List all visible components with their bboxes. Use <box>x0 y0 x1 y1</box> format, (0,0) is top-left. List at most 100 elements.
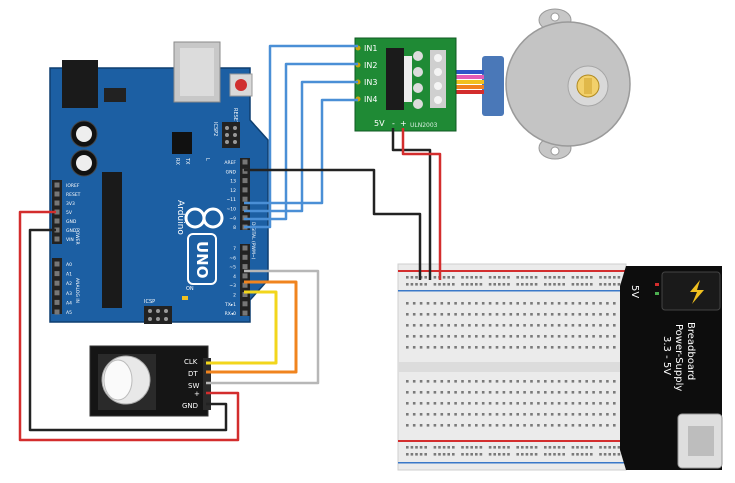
breadboard-hole <box>426 313 430 316</box>
breadboard-hole <box>442 283 446 286</box>
breadboard-hole <box>461 391 464 394</box>
breadboard-hole <box>530 453 533 456</box>
breadboard-hole <box>534 276 538 279</box>
breadboard-hole <box>447 391 450 394</box>
breadboard-hole <box>447 424 450 427</box>
breadboard-hole <box>592 391 595 394</box>
breadboard-hole <box>550 335 554 338</box>
pin-label: 12 <box>230 188 236 194</box>
breadboard-hole <box>465 276 469 279</box>
breadboard-hole <box>578 324 582 327</box>
breadboard-hole <box>479 453 483 456</box>
breadboard-hole <box>599 346 602 349</box>
wire-encoder-clk <box>206 290 278 365</box>
breadboard-hole <box>509 424 513 427</box>
breadboard-hole <box>502 453 506 456</box>
header-pin <box>54 309 60 315</box>
breadboard-hole <box>426 380 430 383</box>
breadboard-hole <box>495 335 499 338</box>
breadboard-hole <box>509 335 513 338</box>
breadboard-hole <box>461 402 464 405</box>
breadboard-hole <box>454 313 457 316</box>
breadboard-hole <box>426 324 430 327</box>
breadboard-hole <box>571 302 575 305</box>
breadboard-hole <box>523 413 526 416</box>
wire-encoder-dt <box>206 280 298 374</box>
breadboard-hole <box>479 283 483 286</box>
breadboard-hole <box>433 346 437 349</box>
breadboard-hole <box>537 335 540 338</box>
breadboard-hole <box>585 283 588 286</box>
breadboard-hole <box>440 380 444 383</box>
breadboard-hole <box>488 424 492 427</box>
breadboard-hole <box>613 346 616 349</box>
breadboard-hole <box>562 283 565 286</box>
breadboard-hole <box>433 324 437 327</box>
header-pin <box>242 264 248 270</box>
breadboard-hole <box>488 346 492 349</box>
breadboard-hole <box>544 402 547 405</box>
breadboard-hole <box>438 283 441 286</box>
breadboard-hole <box>502 324 506 327</box>
breadboard-hole <box>544 313 547 316</box>
header-pin <box>54 200 60 206</box>
breadboard-hole <box>571 380 575 383</box>
breadboard-holes <box>406 276 621 456</box>
breadboard-hole <box>585 324 588 327</box>
breadboard-hole <box>440 346 444 349</box>
breadboard-hole <box>493 276 496 279</box>
breadboard-hole <box>544 391 547 394</box>
breadboard-hole <box>509 302 513 305</box>
breadboard-hole <box>426 346 430 349</box>
breadboard-hole <box>488 453 492 456</box>
pin-label: 4 <box>233 274 236 280</box>
header-pin <box>54 290 60 296</box>
pin-label: ~6 <box>229 255 236 261</box>
l-led-label: L <box>204 158 210 161</box>
breadboard-hole <box>433 283 437 286</box>
psu-title-3: 3.3 - 5V <box>661 336 672 375</box>
breadboard-hole <box>454 424 457 427</box>
breadboard-hole <box>553 446 556 449</box>
breadboard-hole <box>475 391 478 394</box>
breadboard-hole <box>461 413 464 416</box>
breadboard-hole <box>523 313 526 316</box>
breadboard-hole <box>523 402 526 405</box>
breadboard-hole <box>452 446 455 449</box>
wire-arduino-gnd <box>244 168 422 280</box>
breadboard-hole <box>412 313 416 316</box>
pin-label: 7 <box>233 246 236 252</box>
breadboard-hole <box>599 324 602 327</box>
breadboard-hole <box>440 324 444 327</box>
tx-label: TX <box>184 157 190 165</box>
breadboard-hole <box>523 380 526 383</box>
breadboard-hole <box>548 276 552 279</box>
breadboard-hole <box>412 424 416 427</box>
breadboard-hole <box>606 302 609 305</box>
breadboard-hole <box>447 313 450 316</box>
breadboard-hole <box>571 283 575 286</box>
breadboard-hole <box>465 283 469 286</box>
breadboard-hole <box>585 380 588 383</box>
breadboard-hole <box>468 380 471 383</box>
breadboard-hole <box>580 283 584 286</box>
breadboard-hole <box>461 380 464 383</box>
breadboard-hole <box>509 413 513 416</box>
breadboard-hole <box>606 413 609 416</box>
wires <box>18 44 442 442</box>
breadboard-hole <box>419 424 423 427</box>
breadboard-hole <box>592 413 595 416</box>
breadboard-hole <box>571 391 575 394</box>
breadboard-hole <box>475 335 478 338</box>
breadboard-hole <box>599 413 602 416</box>
breadboard-hole <box>470 453 473 456</box>
wire-driver-gnd <box>391 128 432 280</box>
breadboard-hole <box>488 313 492 316</box>
wire-encoder-gnd <box>28 228 228 432</box>
pin-label: 5V <box>66 210 73 216</box>
header-pin <box>242 159 248 165</box>
breadboard-hole <box>468 302 471 305</box>
breadboard-hole <box>452 283 455 286</box>
breadboard-hole <box>606 380 609 383</box>
